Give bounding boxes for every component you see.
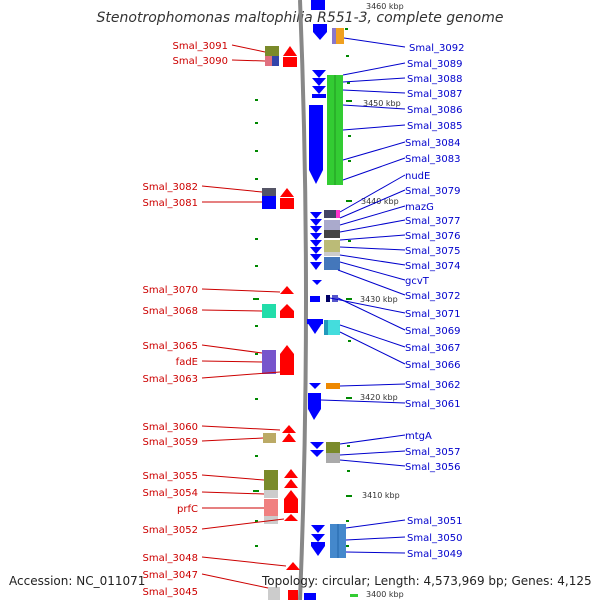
gene-label[interactable]: Smal_3065	[143, 341, 198, 352]
left-gene-labels: Smal_3091 Smal_3090 Smal_3082 Smal_3081 …	[143, 41, 228, 598]
gene-label[interactable]: Smal_3059	[143, 437, 198, 448]
gene-label[interactable]: Smal_3057	[405, 447, 460, 458]
gene-label[interactable]: Smal_3075	[405, 246, 460, 257]
genome-backbone	[298, 0, 308, 600]
gene-label[interactable]: Smal_3085	[407, 121, 462, 132]
topology-label: Topology: circular; Length: 4,573,969 bp…	[262, 574, 592, 588]
scale-label: 3430 kbp	[360, 295, 398, 304]
gene-label[interactable]: Smal_3066	[405, 360, 460, 371]
gene-label[interactable]: Smal_3081	[143, 198, 198, 209]
gene-label[interactable]: Smal_3092	[409, 43, 464, 54]
right-leader-lines	[320, 37, 406, 554]
scale-label: 3460 kbp	[366, 2, 404, 11]
gene-label[interactable]: Smal_3063	[143, 374, 198, 385]
gene-label[interactable]: Smal_3071	[405, 309, 460, 320]
scale-label: 3420 kbp	[360, 393, 398, 402]
gene-label[interactable]: Smal_3062	[405, 380, 460, 391]
gene-label[interactable]: Smal_3077	[405, 216, 460, 227]
gene-label[interactable]: nudE	[405, 171, 430, 182]
gene-label[interactable]: mazG	[405, 202, 434, 213]
scale-labels: 3460 kbp 3450 kbp 3440 kbp 3430 kbp 3420…	[360, 2, 404, 599]
scale-label: 3450 kbp	[363, 99, 401, 108]
gene-label[interactable]: Smal_3074	[405, 261, 460, 272]
gene-label[interactable]: Smal_3067	[405, 343, 460, 354]
tick-marks	[253, 28, 352, 547]
gene-label[interactable]: Smal_3052	[143, 525, 198, 536]
gene-label[interactable]: Smal_3050	[407, 533, 462, 544]
scale-label: 3400 kbp	[366, 590, 404, 599]
gene-label[interactable]: mtgA	[405, 431, 432, 442]
gene-label[interactable]: Smal_3072	[405, 291, 460, 302]
gene-label[interactable]: Smal_3082	[143, 182, 198, 193]
gene-label[interactable]: Smal_3048	[143, 553, 198, 564]
gene-label[interactable]: Smal_3070	[143, 285, 198, 296]
right-genes	[304, 0, 358, 600]
gene-label[interactable]: Smal_3056	[405, 462, 460, 473]
gene-label[interactable]: Smal_3084	[405, 138, 460, 149]
gene-label[interactable]: Smal_3061	[405, 399, 460, 410]
gene-label[interactable]: Smal_3055	[143, 471, 198, 482]
gene-label[interactable]: Smal_3069	[405, 326, 460, 337]
gene-label[interactable]: Smal_3060	[143, 422, 198, 433]
gene-label[interactable]: Smal_3088	[407, 74, 462, 85]
gene-label[interactable]: fadE	[176, 357, 198, 368]
gene-label[interactable]: Smal_3089	[407, 59, 462, 70]
gene-label[interactable]: Smal_3051	[407, 516, 462, 527]
left-genes	[262, 46, 300, 600]
gene-label[interactable]: gcvT	[405, 276, 430, 287]
gene-label[interactable]: Smal_3079	[405, 186, 460, 197]
left-leader-lines	[201, 44, 287, 589]
gene-label[interactable]: Smal_3083	[405, 154, 460, 165]
scale-label: 3440 kbp	[361, 197, 399, 206]
gene-label[interactable]: Smal_3047	[143, 570, 198, 581]
gene-label[interactable]: Smal_3090	[173, 56, 228, 67]
scale-label: 3410 kbp	[362, 491, 400, 500]
gene-label[interactable]: prfC	[177, 504, 198, 515]
gene-label[interactable]: Smal_3054	[143, 488, 198, 499]
gene-label[interactable]: Smal_3049	[407, 549, 462, 560]
gene-label[interactable]: Smal_3091	[173, 41, 228, 52]
gene-label[interactable]: Smal_3045	[143, 587, 198, 598]
gene-label[interactable]: Smal_3086	[407, 105, 462, 116]
right-gene-labels: Smal_3092 Smal_3089 Smal_3088 Smal_3087 …	[405, 43, 464, 560]
gene-label[interactable]: Smal_3068	[143, 306, 198, 317]
gene-label[interactable]: Smal_3076	[405, 231, 460, 242]
accession-label: Accession: NC_011071	[9, 574, 146, 588]
gene-label[interactable]: Smal_3087	[407, 89, 462, 100]
